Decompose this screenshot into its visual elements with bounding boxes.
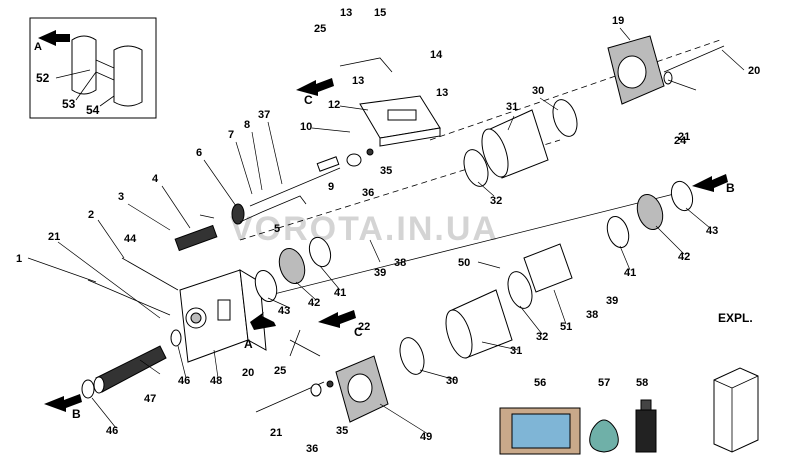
callout-44: 44 xyxy=(124,233,137,245)
callout-15: 15 xyxy=(374,7,386,19)
callout-53: 53 xyxy=(62,97,76,111)
callout-10: 10 xyxy=(300,121,312,133)
mounting-bracket xyxy=(359,95,441,147)
callout-49: 49 xyxy=(420,431,432,443)
callout-38-a: 38 xyxy=(394,257,406,269)
end-cap xyxy=(607,35,665,105)
callout-7: 7 xyxy=(228,129,234,141)
callout-14: 14 xyxy=(430,49,443,61)
watermark: VOROTA.IN.UA xyxy=(230,210,499,248)
callout-32-b: 32 xyxy=(536,331,548,343)
callout-58: 58 xyxy=(636,377,648,389)
callout-5: 5 xyxy=(274,223,280,235)
callout-4: 4 xyxy=(152,173,159,185)
cylinder-lower xyxy=(445,289,513,359)
callout-32-a: 32 xyxy=(490,195,502,207)
callout-25-a: 25 xyxy=(314,23,326,35)
cylinder-upper xyxy=(481,109,549,179)
callout-54: 54 xyxy=(86,103,100,117)
arrow-label-b-right: B xyxy=(726,181,735,195)
arrow-label-c-upper: C xyxy=(304,93,313,107)
motor-body xyxy=(179,269,267,363)
arrow-a-main xyxy=(250,312,276,330)
arrow-label-a-inset: A xyxy=(34,41,42,53)
callout-21-a: 21 xyxy=(48,231,60,243)
callout-3: 3 xyxy=(118,191,124,203)
arrow-c-lower xyxy=(318,310,356,328)
callout-13-c: 13 xyxy=(436,87,448,99)
callout-8: 8 xyxy=(244,119,250,131)
callout-13-b: 13 xyxy=(352,75,364,87)
arrow-c-upper xyxy=(296,78,334,96)
callout-25-b: 25 xyxy=(274,365,286,377)
callout-6: 6 xyxy=(196,147,202,159)
callout-56: 56 xyxy=(534,377,546,389)
callout-43-b: 43 xyxy=(706,225,718,237)
callout-21-b: 21 xyxy=(678,131,690,143)
callout-57: 57 xyxy=(598,377,610,389)
callout-42-a: 42 xyxy=(308,297,320,309)
arrow-label-a-main: A xyxy=(244,337,253,351)
callout-42-b: 42 xyxy=(678,251,690,263)
arrow-label-b-left: B xyxy=(72,407,81,421)
arrow-b-left xyxy=(44,394,82,412)
callout-39-b: 39 xyxy=(606,295,618,307)
arrow-b-right xyxy=(692,174,728,192)
callout-13-a: 13 xyxy=(340,7,352,19)
callout-38-b: 38 xyxy=(586,309,598,321)
detail-inset: A 52 53 54 xyxy=(29,17,157,119)
callout-22: 22 xyxy=(358,321,370,333)
grease-bag-57 xyxy=(589,419,619,453)
callout-24: 24 xyxy=(674,135,687,147)
callout-31-a: 31 xyxy=(506,101,518,113)
callout-35-a: 35 xyxy=(380,165,392,177)
callout-51: 51 xyxy=(560,321,572,333)
callout-41-a: 41 xyxy=(334,287,346,299)
callout-21-c: 21 xyxy=(270,427,282,439)
arrow-a-inset xyxy=(38,30,70,46)
callout-39-a: 39 xyxy=(374,267,386,279)
kit-56 xyxy=(499,407,581,455)
callout-36-b: 36 xyxy=(306,443,318,455)
callout-46-a: 46 xyxy=(178,375,190,387)
callout-9: 9 xyxy=(328,181,334,193)
leader-lines xyxy=(27,27,745,435)
callout-41-b: 41 xyxy=(624,267,636,279)
callout-30-b: 30 xyxy=(446,375,458,387)
callout-20-b: 20 xyxy=(242,367,254,379)
callout-46-b: 46 xyxy=(106,425,118,437)
spring-part xyxy=(93,345,167,394)
callout-1: 1 xyxy=(16,253,22,265)
expl-box xyxy=(713,367,759,453)
callout-36-a: 36 xyxy=(362,187,374,199)
callout-30-a: 30 xyxy=(532,85,544,97)
callout-52: 52 xyxy=(36,71,50,85)
expl-label: EXPL. xyxy=(718,311,753,325)
callout-50: 50 xyxy=(458,257,470,269)
arrow-label-c-lower: C xyxy=(354,325,363,339)
callout-19: 19 xyxy=(612,15,624,27)
lower-end-cap xyxy=(335,355,389,423)
callout-37: 37 xyxy=(258,109,270,121)
callout-48: 48 xyxy=(210,375,222,387)
callout-47: 47 xyxy=(144,393,156,405)
callout-2: 2 xyxy=(88,209,94,221)
oil-bottle-58 xyxy=(635,399,657,453)
callout-31-b: 31 xyxy=(510,345,522,357)
callout-35-b: 35 xyxy=(336,425,348,437)
callout-12: 12 xyxy=(328,99,340,111)
callout-20-a: 20 xyxy=(748,65,760,77)
callout-43-a: 43 xyxy=(278,305,290,317)
